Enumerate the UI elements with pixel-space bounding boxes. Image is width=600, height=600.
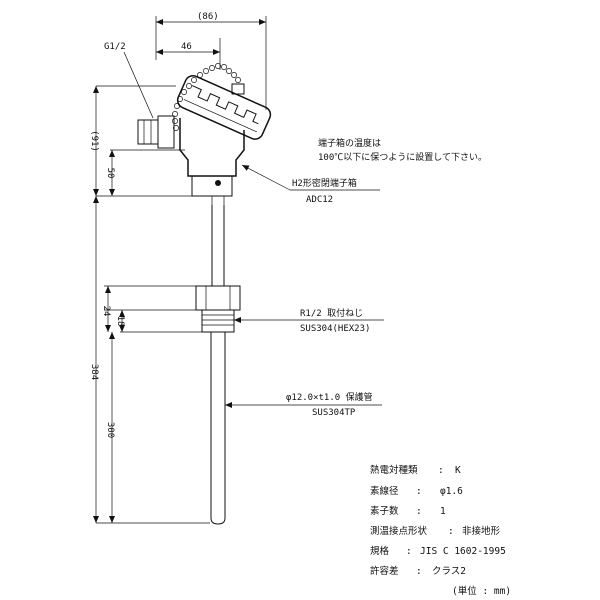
callout-head-material: ADC12 xyxy=(306,195,333,205)
svg-text::: : xyxy=(438,465,444,476)
spec-value: 1 xyxy=(440,506,446,517)
spec-label: 熱電対種類 xyxy=(370,464,418,476)
cable-gland xyxy=(137,119,159,145)
dim-thread-g: G1/2 xyxy=(104,42,154,119)
callout-head: H2形密閉端子箱 ADC12 xyxy=(241,164,380,205)
callout-fitting-material: SUS304(HEX23) xyxy=(300,324,370,334)
callout-fitting: R1/2 取付ねじ SUS304(HEX23) xyxy=(234,308,384,334)
callout-head-type: H2形密閉端子箱 xyxy=(292,177,357,189)
head-body xyxy=(179,118,245,177)
callout-tube: φ12.0×t1.0 保護管 SUS304TP xyxy=(225,391,382,418)
dim-left-group: (91) 50 384 24 18 300 xyxy=(89,85,210,524)
callout-tube-material: SUS304TP xyxy=(312,408,356,418)
callout-fitting-type: R1/2 取付ねじ xyxy=(300,308,363,319)
note-temp-line2: 100℃以下に保つように設置して下さい。 xyxy=(318,151,487,163)
spec-table: 熱電対種類 : K 素線径 : φ1.6 素子数 : 1 測温接点形状 : 非接… xyxy=(370,464,511,597)
protection-tube xyxy=(210,205,226,525)
hex-nut xyxy=(195,285,241,311)
dim-head-width: 46 xyxy=(156,38,221,70)
head-lid xyxy=(176,75,272,140)
spec-value: JIS C 1602-1995 xyxy=(420,546,506,557)
spec-value: K xyxy=(455,465,461,476)
svg-text::: : xyxy=(416,506,422,517)
svg-text::: : xyxy=(448,526,454,537)
spec-label: 許容差 xyxy=(370,565,399,577)
svg-text::: : xyxy=(406,546,412,557)
spec-value: 非接地形 xyxy=(462,525,501,537)
spec-value: φ1.6 xyxy=(440,486,463,497)
spec-label: 規格 xyxy=(370,545,390,557)
svg-text::: : xyxy=(416,486,422,497)
lid-serration xyxy=(191,85,259,125)
chain-icon xyxy=(172,63,241,131)
svg-text::: : xyxy=(416,566,422,577)
terminal-head xyxy=(137,63,272,205)
spec-label: 素子数 xyxy=(370,505,399,517)
lid-knob xyxy=(231,83,245,95)
callout-tube-size: φ12.0×t1.0 保護管 xyxy=(286,391,373,403)
head-neck xyxy=(191,175,233,197)
mounting-fitting xyxy=(195,285,241,333)
dim-top-width: (86) xyxy=(155,12,267,110)
unit-note: (単位 : mm) xyxy=(452,585,511,597)
dim-thread-g-label: G1/2 xyxy=(104,42,126,52)
dim-head-width-label: 46 xyxy=(181,42,192,52)
dim-top-width-label: (86) xyxy=(197,12,219,22)
dim-head-height-label: (91) xyxy=(89,130,99,152)
note-temperature: 端子箱の温度は 100℃以下に保つように設置して下さい。 xyxy=(318,137,487,163)
dim-thread-length-label: 18 xyxy=(115,316,125,327)
dim-insertion-length-label: 300 xyxy=(105,422,115,438)
thread-r1-2 xyxy=(201,309,235,333)
dim-fitting-height-label: 24 xyxy=(101,306,111,317)
dim-total-length-label: 384 xyxy=(89,364,99,380)
note-temp-line1: 端子箱の温度は xyxy=(318,137,381,149)
dim-head-lower-label: 50 xyxy=(105,168,115,179)
spec-label: 測温接点形状 xyxy=(370,525,428,537)
spec-value: クラス2 xyxy=(432,566,466,577)
spec-label: 素線径 xyxy=(370,485,399,497)
